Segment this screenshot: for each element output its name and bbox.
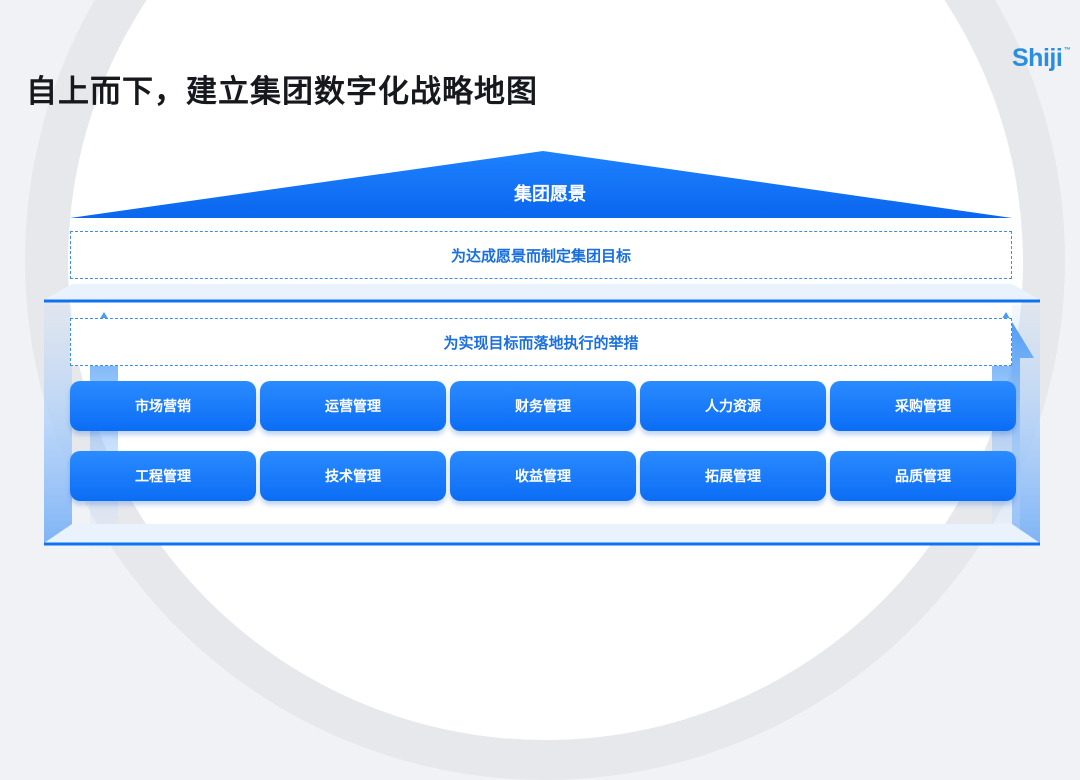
group-goals-label: 为达成愿景而制定集团目标 (450, 246, 631, 265)
left-pillar (44, 305, 72, 543)
module-expansion: 拓展管理 (640, 451, 826, 501)
module-row-1: 市场营销 运营管理 财务管理 人力资源 采购管理 (70, 381, 1016, 431)
module-procurement: 采购管理 (830, 381, 1016, 431)
strategy-house-diagram (44, 151, 1040, 548)
roof-triangle (70, 151, 1012, 218)
top-beam (44, 284, 1040, 300)
shiji-logo: Shiji ™ (1012, 44, 1071, 73)
module-quality: 品质管理 (830, 451, 1016, 501)
execution-measures-label: 为实现目标而落地执行的举措 (443, 333, 639, 352)
page-title: 自上而下，建立集团数字化战略地图 (26, 74, 538, 110)
logo-trademark: ™ (1063, 47, 1071, 54)
module-finance: 财务管理 (450, 381, 636, 431)
module-revenue: 收益管理 (450, 451, 636, 501)
execution-measures-box: 为实现目标而落地执行的举措 (70, 318, 1012, 366)
foundation-plate (44, 524, 1040, 543)
vision-label: 集团愿景 (514, 184, 586, 205)
module-marketing: 市场营销 (70, 381, 256, 431)
logo-text: Shiji (1012, 44, 1063, 72)
module-human-resources: 人力资源 (640, 381, 826, 431)
module-engineering: 工程管理 (70, 451, 256, 501)
module-technology: 技术管理 (260, 451, 446, 501)
module-row-2: 工程管理 技术管理 收益管理 拓展管理 品质管理 (70, 451, 1016, 501)
module-operations: 运营管理 (260, 381, 446, 431)
group-goals-box: 为达成愿景而制定集团目标 (70, 231, 1012, 279)
background-circle (68, 0, 1023, 740)
